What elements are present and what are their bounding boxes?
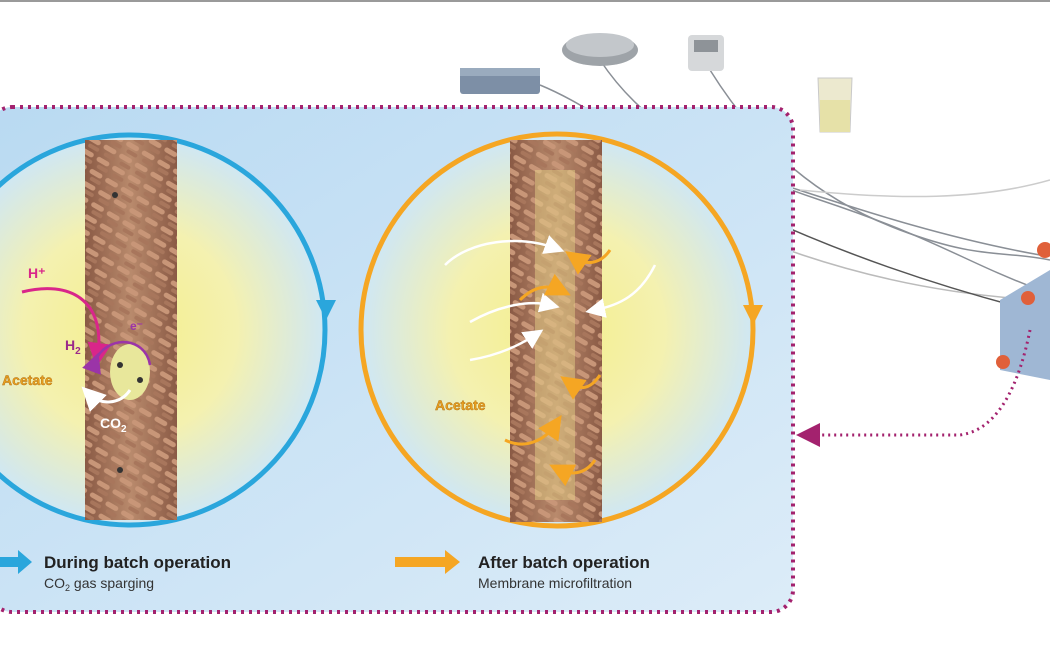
co2-label: CO2 <box>100 415 127 435</box>
acetate-label: Acetate <box>2 372 53 388</box>
legend-after-subtitle: Membrane microfiltration <box>478 575 632 591</box>
h2-label: H2 <box>65 337 81 357</box>
biofilm-cathode <box>85 140 177 520</box>
reactor <box>996 242 1050 380</box>
electron-label: e⁻ <box>130 319 143 333</box>
during-batch-view: H⁺ e⁻ H2 Acetate CO2 <box>0 132 336 528</box>
controller-box <box>460 68 540 94</box>
pump <box>688 35 724 71</box>
cycle-arrow-icon <box>743 305 763 325</box>
beaker <box>817 77 853 133</box>
legend-after-title: After batch operation <box>478 553 650 572</box>
after-batch-view: Acetate <box>358 131 763 529</box>
arrow-right-icon <box>395 550 460 574</box>
acetate-label: Acetate <box>435 397 486 413</box>
biofilm-cathode <box>510 140 602 522</box>
legend-during: During batch operation CO2 gas sparging <box>0 550 231 593</box>
proton-label: H⁺ <box>28 265 46 281</box>
lab-equipment <box>460 33 1050 380</box>
recirculation-arrow <box>796 329 1032 447</box>
legend-during-title: During batch operation <box>44 553 231 572</box>
legend-during-subtitle: CO2 gas sparging <box>44 575 154 593</box>
cycle-arrow-icon <box>316 300 336 320</box>
gas-device <box>562 33 638 66</box>
arrow-right-icon <box>0 550 32 574</box>
legend-after: After batch operation Membrane microfilt… <box>395 550 650 591</box>
